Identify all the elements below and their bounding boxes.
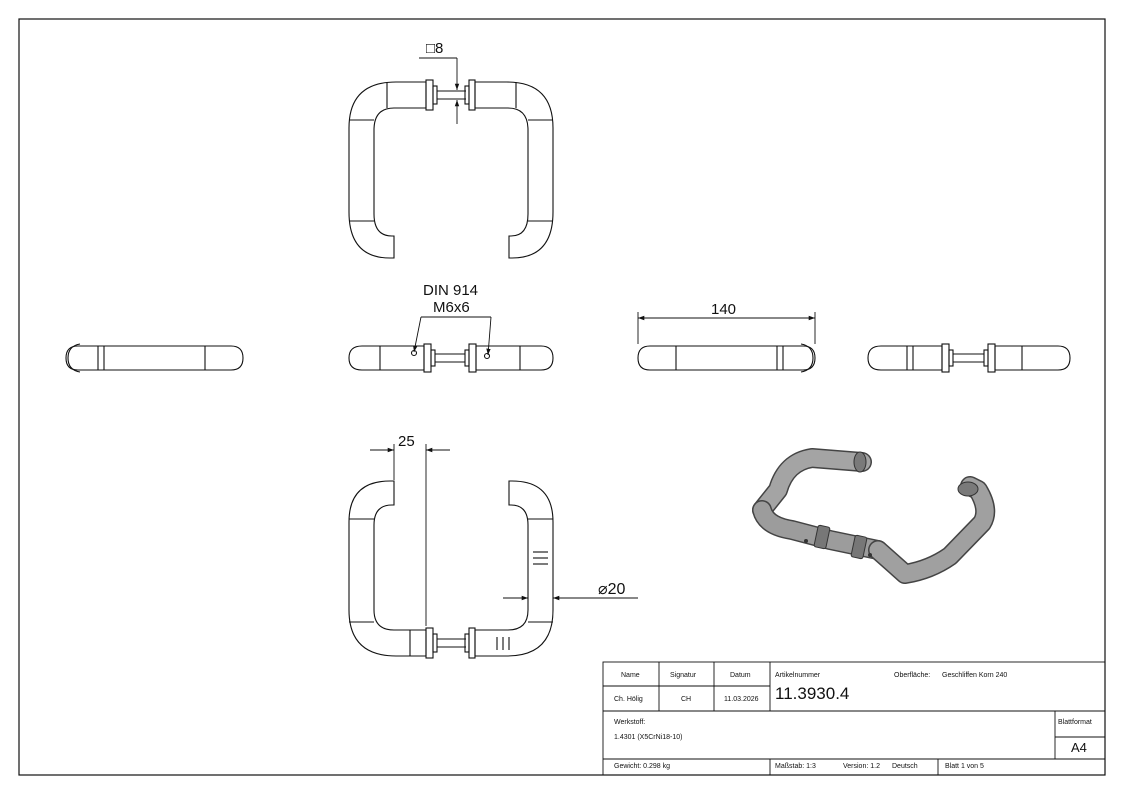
side-view-length xyxy=(637,343,816,373)
side-view-left xyxy=(65,343,244,373)
date-value: 11.03.2026 xyxy=(724,696,759,703)
bottom-view xyxy=(348,480,554,659)
sheet-border xyxy=(18,18,1106,776)
surface-label: Oberfläche: xyxy=(894,672,931,679)
side-view-right xyxy=(867,343,1071,373)
format-label: Blattformat xyxy=(1058,719,1092,726)
surface-value: Geschliffen Korn 240 xyxy=(942,672,1008,679)
language-value: Deutsch xyxy=(892,763,918,770)
square-size-label: □8 xyxy=(426,40,443,57)
name-value: Ch. Hölig xyxy=(614,696,643,703)
signature-value: CH xyxy=(681,696,692,703)
top-view xyxy=(348,79,554,259)
weight-value: Gewicht: 0.298 kg xyxy=(614,763,671,770)
diameter-label: ⌀20 xyxy=(598,581,626,598)
format-value: A4 xyxy=(1071,740,1087,755)
date-header: Datum xyxy=(730,672,751,679)
thread-size-label: M6x6 xyxy=(433,299,470,316)
sheet-number: Blatt 1 von 5 xyxy=(945,763,984,770)
title-block-grid xyxy=(602,661,1106,776)
material-value: 1.4301 (X5CrNi18-10) xyxy=(614,734,683,741)
offset-dimension xyxy=(370,444,450,626)
din-leader-lines xyxy=(413,316,492,356)
material-label: Werkstoff: xyxy=(614,719,646,726)
signature-header: Signatur xyxy=(670,672,697,679)
side-view-front xyxy=(348,343,554,373)
article-number: 11.3930.4 xyxy=(775,684,850,703)
isometric-view xyxy=(752,448,996,584)
length-label: 140 xyxy=(711,301,736,318)
offset-label: 25 xyxy=(398,433,415,450)
length-dimension xyxy=(637,312,816,344)
square-dimension xyxy=(419,57,460,124)
scale-value: Maßstab: 1:3 xyxy=(775,763,816,770)
article-label: Artikelnummer xyxy=(775,672,821,679)
name-header: Name xyxy=(621,672,640,679)
version-value: Version: 1.2 xyxy=(843,763,880,770)
din-standard-label: DIN 914 xyxy=(423,282,478,299)
